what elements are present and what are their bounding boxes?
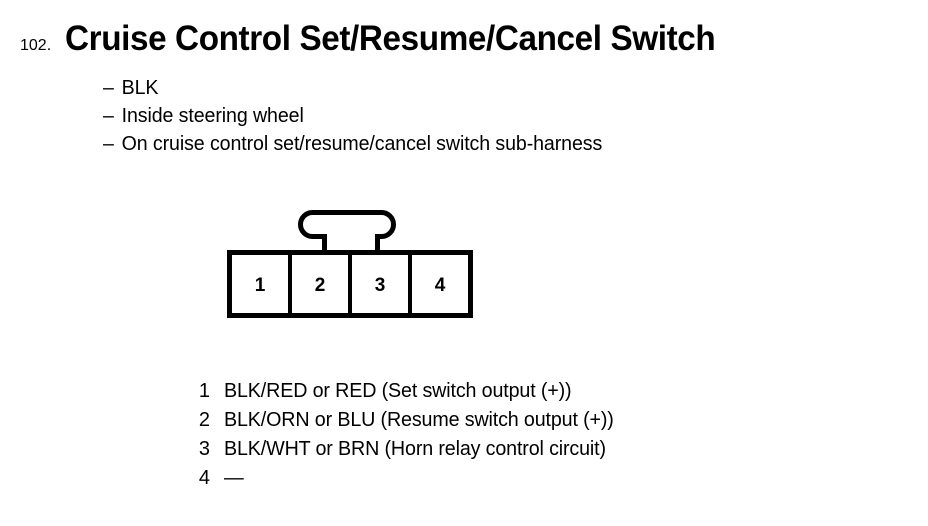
pin-number: 4 [198, 467, 210, 489]
connector-body: 1 2 3 4 [227, 250, 473, 318]
dash-bullet-icon: – [103, 133, 114, 155]
pin-description: — [224, 467, 244, 489]
pin-description: BLK/ORN or BLU (Resume switch output (+)… [224, 409, 614, 431]
latch-neck-left [322, 234, 327, 255]
connector-cavity-4: 4 [412, 255, 468, 313]
page-title: 102. Cruise Control Set/Resume/Cancel Sw… [20, 19, 910, 63]
pin-description: BLK/RED or RED (Set switch output (+)) [224, 380, 572, 402]
cavity-label: 4 [434, 274, 446, 296]
latch-underside-fill [327, 234, 375, 250]
cavity-label: 3 [374, 274, 386, 296]
note-item: –On cruise control set/resume/cancel swi… [103, 130, 877, 158]
cavity-label: 1 [254, 274, 266, 296]
connector-diagram: 1 2 3 4 [227, 210, 477, 322]
pin-description: BLK/WHT or BRN (Horn relay control circu… [224, 438, 606, 460]
pin-number: 3 [198, 438, 210, 460]
cavity-label: 2 [314, 274, 326, 296]
connector-cavity-2: 2 [292, 255, 352, 313]
page-title-number: 102. [20, 37, 52, 54]
dash-bullet-icon: – [103, 105, 114, 127]
pin-legend-row: 4 — [198, 464, 898, 493]
notes-list: –BLK –Inside steering wheel –On cruise c… [103, 74, 893, 158]
connector-cavity-1: 1 [232, 255, 292, 313]
note-item-label: Inside steering wheel [121, 105, 304, 127]
note-item: –Inside steering wheel [103, 102, 877, 130]
note-item: –BLK [103, 74, 877, 102]
pin-legend-row: 3 BLK/WHT or BRN (Horn relay control cir… [198, 435, 898, 464]
note-item-label: BLK [121, 77, 159, 99]
latch-neck-right [375, 234, 380, 255]
page-title-text: Cruise Control Set/Resume/Cancel Switch [65, 19, 716, 58]
pin-number: 1 [198, 380, 210, 402]
pin-legend-row: 1 BLK/RED or RED (Set switch output (+)) [198, 377, 898, 406]
dash-bullet-icon: – [103, 77, 114, 99]
connector-cavity-3: 3 [352, 255, 412, 313]
pin-legend-row: 2 BLK/ORN or BLU (Resume switch output (… [198, 406, 898, 435]
pin-number: 2 [198, 409, 210, 431]
pin-legend: 1 BLK/RED or RED (Set switch output (+))… [198, 377, 898, 493]
note-item-label: On cruise control set/resume/cancel swit… [121, 133, 603, 155]
